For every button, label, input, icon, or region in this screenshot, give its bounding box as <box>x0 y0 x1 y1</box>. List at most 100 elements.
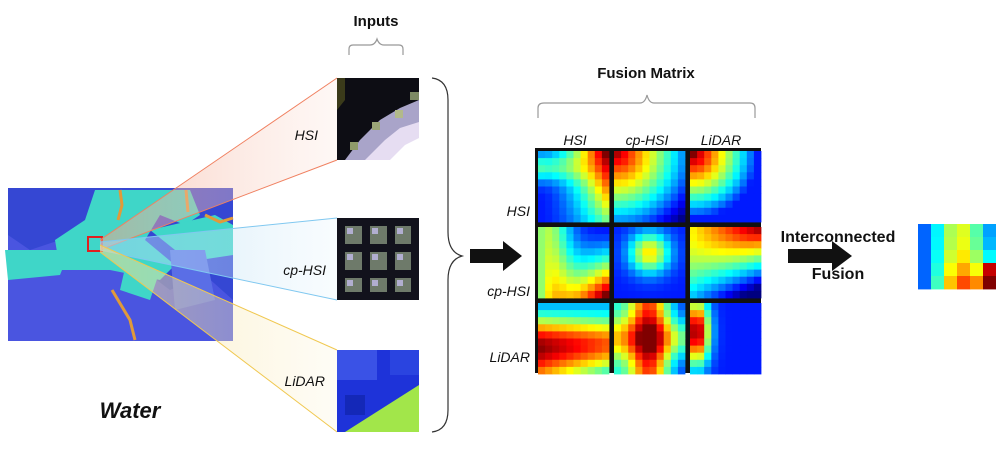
matrix-cell <box>545 207 553 216</box>
matrix-cell <box>649 200 657 209</box>
matrix-cell <box>580 158 589 166</box>
matrix-cell <box>649 207 657 216</box>
matrix-cell <box>538 241 546 249</box>
matrix-cell <box>718 331 726 339</box>
matrix-cell <box>642 359 650 368</box>
matrix-cell <box>601 248 610 256</box>
matrix-cell <box>545 324 553 332</box>
matrix-cell <box>753 151 762 159</box>
matrix-cell <box>580 172 589 180</box>
matrix-cell <box>663 366 672 375</box>
matrix-cell <box>725 269 733 278</box>
matrix-cell <box>697 214 705 223</box>
matrix-cell <box>718 241 726 249</box>
matrix-cell <box>746 317 755 325</box>
matrix-cell <box>704 165 712 173</box>
matrix-cell <box>559 276 567 285</box>
matrix-cell <box>718 151 726 159</box>
matrix-cell <box>538 227 546 235</box>
matrix-cell <box>642 283 650 292</box>
matrix-cell <box>594 303 603 311</box>
matrix-cell <box>690 151 698 159</box>
matrix-cell <box>621 317 629 325</box>
input-label-cphsi: cp-HSI <box>283 262 326 278</box>
cphsi-input-patch <box>337 218 419 300</box>
matrix-cell <box>732 151 741 159</box>
output-cell <box>931 263 945 277</box>
matrix-cell <box>670 165 679 173</box>
matrix-cell <box>580 255 589 263</box>
matrix-cell <box>677 158 686 166</box>
matrix-cell <box>594 352 603 361</box>
matrix-cell <box>663 241 672 249</box>
matrix-cell <box>566 303 574 311</box>
matrix-cell <box>663 283 672 292</box>
matrix-cell <box>573 227 581 235</box>
matrix-cell <box>587 200 596 209</box>
matrix-cell <box>628 200 636 209</box>
matrix-cell <box>621 324 629 332</box>
matrix-cell <box>697 303 705 311</box>
matrix-cell <box>573 241 581 249</box>
matrix-cell <box>566 338 574 346</box>
matrix-cell <box>656 262 665 270</box>
matrix-cell <box>725 248 733 256</box>
matrix-cell <box>587 227 596 235</box>
matrix-cell <box>670 179 679 187</box>
matrix-cell <box>628 310 636 318</box>
matrix-cell <box>725 200 733 209</box>
matrix-cell <box>704 241 712 249</box>
matrix-cell <box>545 276 553 285</box>
matrix-cell <box>594 290 603 299</box>
matrix-cell <box>656 172 665 180</box>
cphsi-projection <box>100 218 337 300</box>
matrix-cell <box>601 303 610 311</box>
matrix-cell <box>642 310 650 318</box>
matrix-cell <box>753 290 762 299</box>
matrix-cell <box>545 352 553 361</box>
matrix-cell <box>697 200 705 209</box>
matrix-cell <box>649 179 657 187</box>
matrix-cell <box>545 269 553 278</box>
matrix-cell <box>642 193 650 202</box>
matrix-cell <box>739 179 748 187</box>
matrix-cell <box>663 158 672 166</box>
matrix-cell <box>642 276 650 285</box>
matrix-cell <box>663 193 672 202</box>
matrix-cell <box>677 214 686 223</box>
matrix-cell <box>697 283 705 292</box>
matrix-cell <box>601 241 610 249</box>
matrix-cell <box>690 324 698 332</box>
matrix-cell <box>559 207 567 216</box>
matrix-cell <box>718 234 726 242</box>
matrix-cell <box>732 303 741 311</box>
matrix-cell <box>677 366 686 375</box>
matrix-cell <box>663 310 672 318</box>
matrix-cell <box>753 352 762 361</box>
matrix-cell <box>663 207 672 216</box>
matrix-cell <box>677 248 686 256</box>
matrix-cell <box>697 158 705 166</box>
matrix-cell <box>697 165 705 173</box>
matrix-cell <box>621 234 629 242</box>
matrix-cell <box>573 345 581 354</box>
matrix-cell <box>635 207 643 216</box>
matrix-cell <box>704 317 712 325</box>
matrix-cell <box>545 310 553 318</box>
matrix-cell <box>690 200 698 209</box>
matrix-cell <box>580 193 589 202</box>
matrix-cell <box>580 151 589 159</box>
matrix-cell <box>573 165 581 173</box>
matrix-cell <box>670 172 679 180</box>
matrix-cell <box>656 338 665 346</box>
matrix-cell <box>559 186 567 194</box>
matrix-cell <box>559 248 567 256</box>
matrix-cell <box>621 172 629 180</box>
matrix-cell <box>580 179 589 187</box>
class-label-water: Water <box>100 398 162 423</box>
matrix-cell <box>614 276 622 285</box>
matrix-cell <box>670 303 679 311</box>
matrix-cell <box>732 352 741 361</box>
matrix-cell <box>725 276 733 285</box>
matrix-cell <box>753 269 762 278</box>
